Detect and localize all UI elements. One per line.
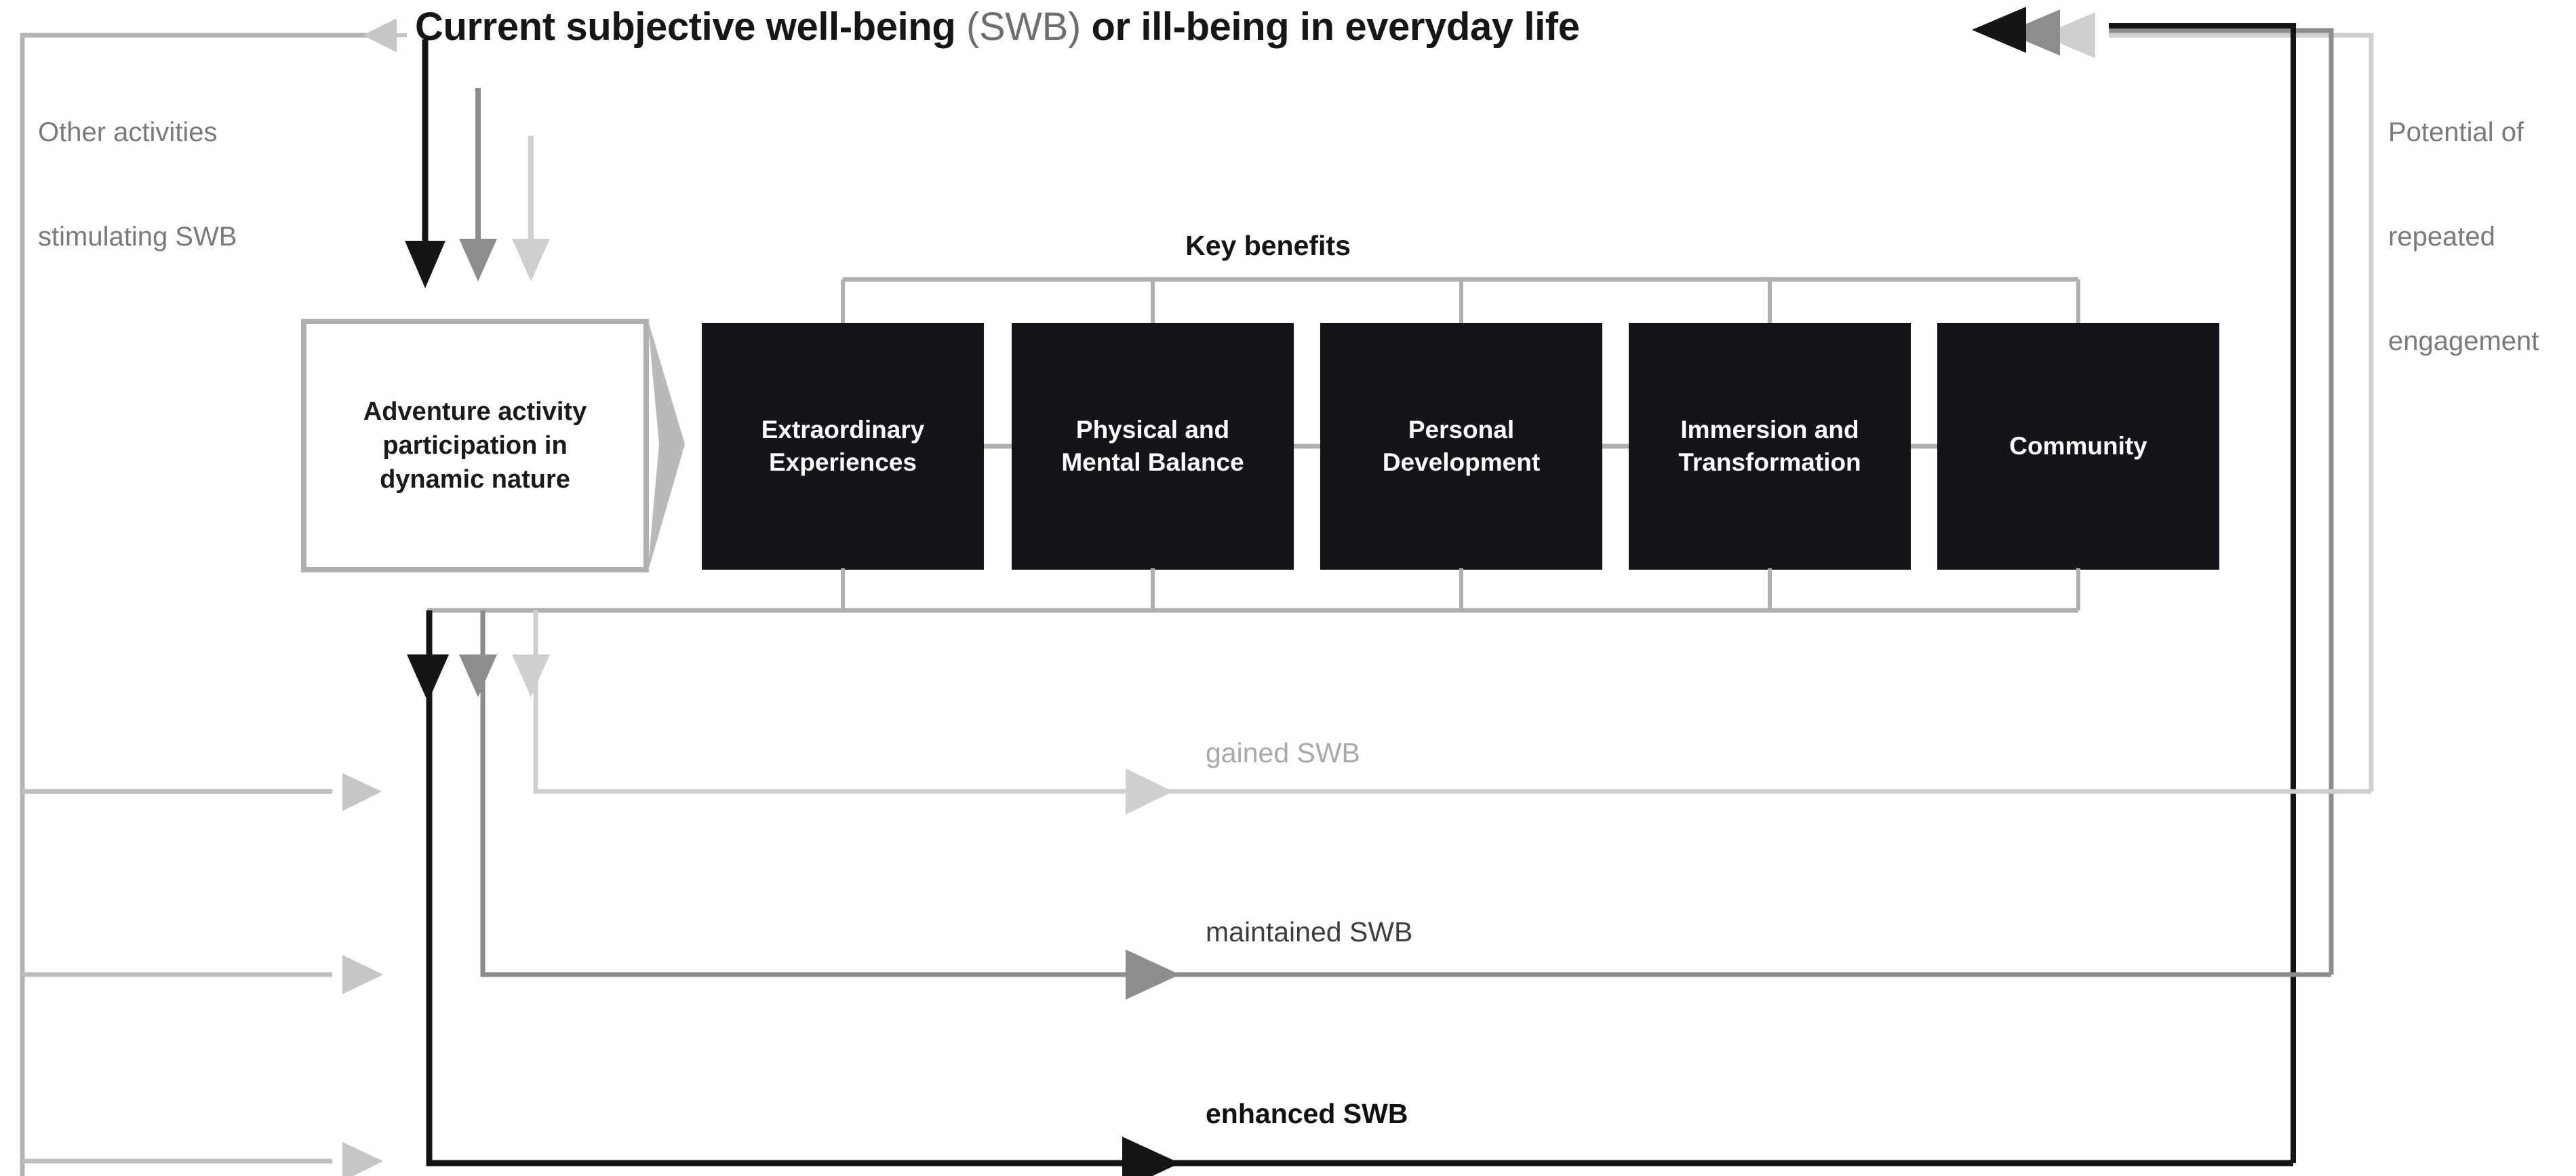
triangle-right-icon-other-to-maintained <box>22 955 383 994</box>
benefit-box-immersion-transformation: Immersion and Transformation <box>1625 323 1915 570</box>
outcome-path-maintained-swb <box>459 610 2331 1000</box>
benefit-box-community: Community <box>1937 323 2219 570</box>
triple-triangle-left-icon-return <box>1972 7 2095 58</box>
triangle-down-icon-inflow-light <box>512 136 550 281</box>
triangle-left-icon-title <box>363 18 407 52</box>
outcome-path-gained-swb <box>512 610 2371 815</box>
page-title-prefix: Current subjective well-being <box>415 5 956 49</box>
benefit-box-shape-1 <box>1012 323 1294 570</box>
other-activities-note: Other activities stimulating SWB <box>38 46 237 324</box>
triangle-right-icon-other-to-gained <box>22 773 382 811</box>
triangle-down-icon-inflow-mid <box>459 88 497 281</box>
outcome-label-enhanced-swb: enhanced SWB <box>1206 1098 1408 1129</box>
other-activities-frame <box>20 33 380 1176</box>
benefit-box-shape-0 <box>702 323 984 570</box>
benefit-box-physical-mental-balance: Physical and Mental Balance <box>1012 323 1294 570</box>
key-benefits-label: Key benefits <box>1185 230 1351 261</box>
benefit-box-shape-3 <box>1629 323 1911 570</box>
page-title-suffix: or ill-being in everyday life <box>1091 5 1580 49</box>
chevron-right-icon-activity-to-benefits <box>648 319 685 573</box>
triangle-right-icon-other-to-enhanced <box>22 1142 383 1176</box>
outcome-label-maintained-swb: maintained SWB <box>1206 916 1413 947</box>
other-activities-note-line2: stimulating SWB <box>38 221 237 252</box>
benefit-line1: Physical and <box>1075 415 1230 444</box>
benefit-box-shape-4 <box>1937 323 2219 570</box>
page-title-paren: (SWB) <box>955 5 1092 49</box>
benefit-box-shape-2 <box>1320 323 1602 570</box>
outcome-path-enhanced-swb <box>407 610 2293 1176</box>
key-benefits-bottom-bracket <box>427 568 2080 613</box>
benefit-line1: Extraordinary <box>761 415 925 444</box>
repeated-engagement-note-line2: repeated <box>2388 221 2495 252</box>
adventure-activity-line1: Adventure activity <box>363 397 587 426</box>
benefit-line1: Community <box>2009 431 2147 460</box>
adventure-activity-line2: participation in <box>382 431 568 460</box>
adventure-activity-box-shape <box>301 319 649 572</box>
benefit-box-personal-development: Personal Development <box>1320 323 1602 570</box>
triangle-down-icon-inflow-dark <box>405 39 445 288</box>
repeated-engagement-note-line1: Potential of <box>2388 117 2524 148</box>
benefit-line2: Mental Balance <box>1061 448 1244 476</box>
repeated-engagement-frames <box>2109 23 2374 1163</box>
repeated-engagement-note: Potential of repeated engagement <box>2388 46 2539 428</box>
key-benefits-top-bracket <box>841 277 2080 324</box>
other-activities-note-line1: Other activities <box>38 117 218 148</box>
benefit-line1: Personal <box>1408 415 1515 444</box>
adventure-activity-line3: dynamic nature <box>380 465 570 494</box>
benefit-line1: Immersion and <box>1680 415 1859 444</box>
benefit-line2: Transformation <box>1678 448 1861 476</box>
benefit-box-extraordinary-experiences: Extraordinary Experiences <box>702 323 984 570</box>
benefit-line2: Experiences <box>768 448 917 476</box>
benefit-line2: Development <box>1382 448 1541 476</box>
outcome-label-gained-swb: gained SWB <box>1206 737 1360 768</box>
adventure-activity-box: Adventure activity participation in dyna… <box>304 321 646 570</box>
repeated-engagement-note-line3: engagement <box>2388 326 2539 356</box>
page-title: Current subjective well-being (SWB) or i… <box>415 5 1580 50</box>
